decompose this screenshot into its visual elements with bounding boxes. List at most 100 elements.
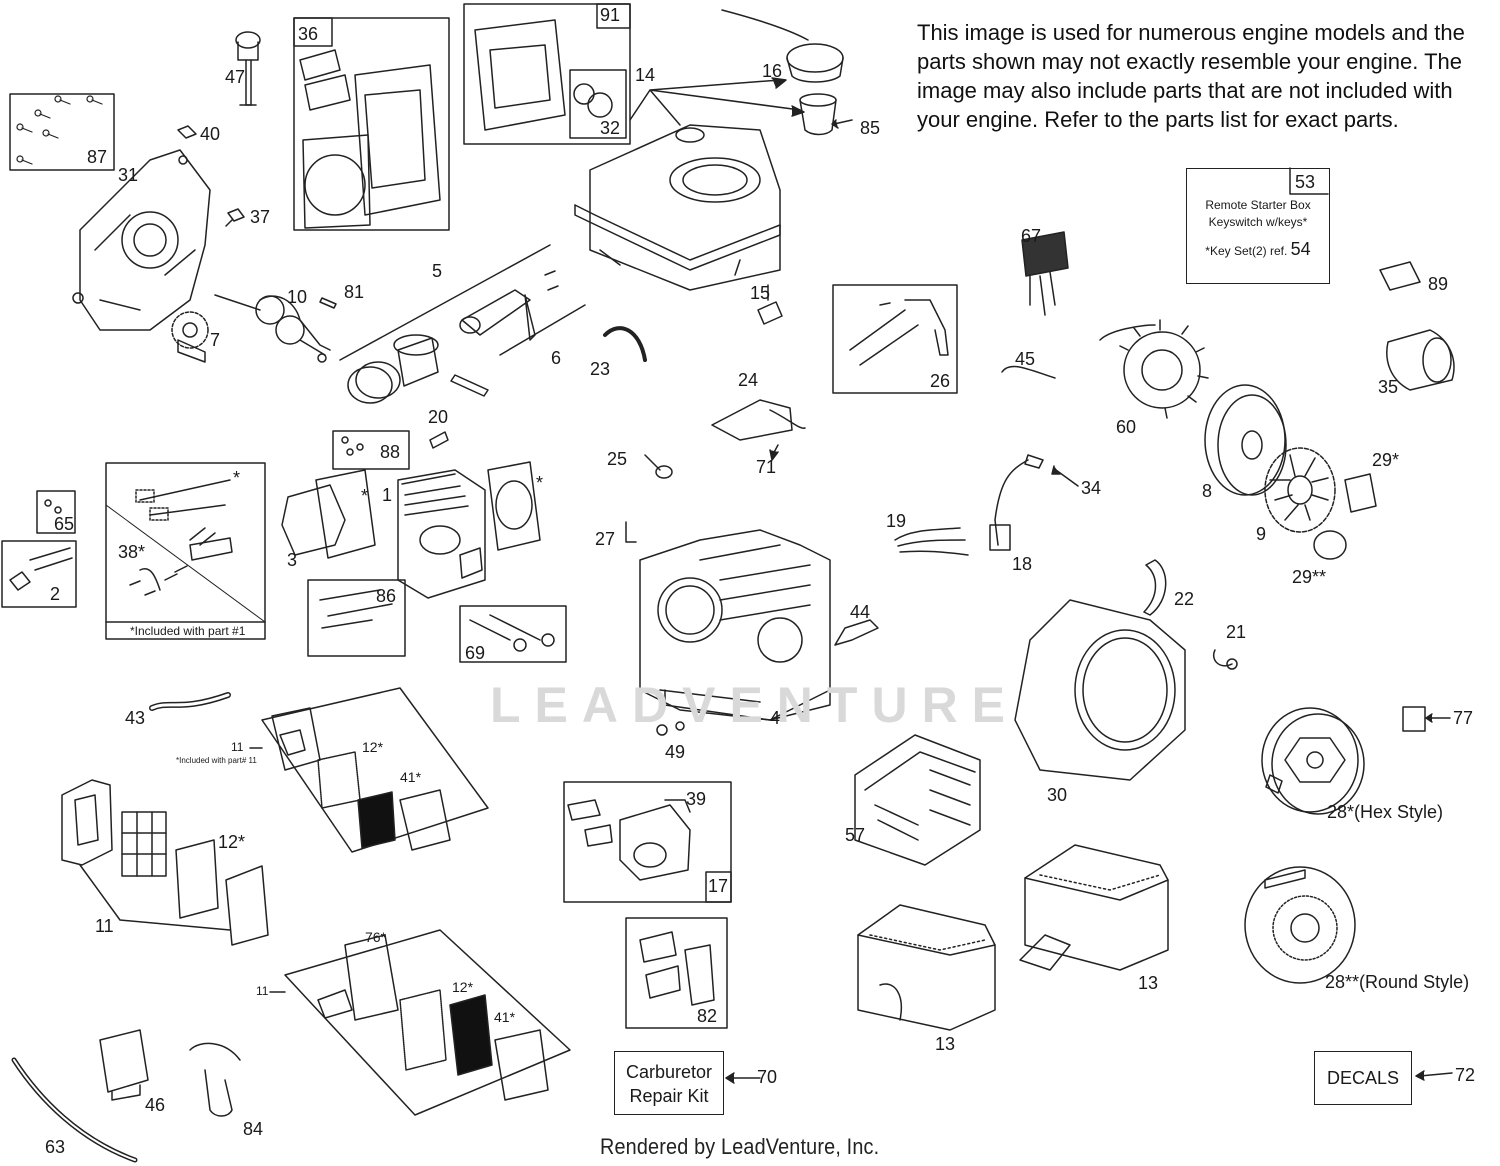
label-23: 23: [590, 359, 611, 379]
camshaft-gear-shape: [171, 311, 209, 363]
label-35: 35: [1378, 377, 1399, 397]
label-10: 10: [287, 287, 308, 307]
remote-starter-box: 53 Remote Starter Box Keyswitch w/keys* …: [1186, 168, 1330, 284]
label-89: 89: [1428, 274, 1449, 294]
label-37: 37: [250, 207, 271, 227]
label-60: 60: [1116, 417, 1137, 437]
label-30: 30: [1047, 785, 1068, 805]
footer-credit: Rendered by LeadVenture, Inc.: [600, 1134, 880, 1159]
muffler-left-shape: [857, 904, 996, 1031]
label-29a: 29*: [1372, 450, 1400, 470]
fuel-strainer-shape: [799, 93, 837, 136]
label-26: 26: [930, 371, 951, 391]
label-40: 40: [200, 124, 221, 144]
fuel-cap-shape: [786, 43, 844, 83]
decals-box: DECALS: [1314, 1051, 1412, 1105]
governor-linkage-shape: [849, 299, 949, 366]
piston-shape: [347, 334, 489, 404]
label-87: 87: [87, 147, 108, 167]
label-86: 86: [376, 586, 397, 606]
label-49: 49: [665, 742, 686, 762]
label-11-upper: 11: [231, 740, 244, 754]
label-16: 16: [762, 61, 783, 81]
label-20: 20: [428, 407, 449, 427]
label-46: 46: [145, 1095, 166, 1115]
label-39: 39: [686, 789, 707, 809]
label-72: 72: [1455, 1065, 1476, 1085]
label-9: 9: [1256, 524, 1267, 544]
label-34: 34: [1081, 478, 1102, 498]
label-24: 24: [738, 370, 759, 390]
label-41-lower: 41*: [494, 1009, 516, 1025]
label-12-left: 12*: [218, 832, 246, 852]
label-38: 38*: [118, 542, 146, 562]
crankcase-cover-shape: [72, 149, 211, 331]
label-82: 82: [697, 1006, 718, 1026]
watermark: LEADVENTURE: [490, 677, 1020, 733]
label-19: 19: [886, 511, 907, 531]
remote-box-ref: 54: [1290, 239, 1311, 259]
blower-housing-shape: [1014, 599, 1186, 781]
note-included-part1: *Included with part #1: [130, 624, 246, 638]
label-18: 18: [1012, 554, 1033, 574]
label-5: 5: [432, 261, 443, 281]
remote-box-line2: Keyswitch w/keys*: [1208, 215, 1308, 229]
label-28-hex: 28*(Hex Style): [1327, 802, 1444, 822]
label-67: 67: [1021, 226, 1042, 246]
label-45: 45: [1015, 349, 1036, 369]
label-3: 3: [287, 550, 298, 570]
label-31: 31: [118, 165, 139, 185]
recoil-hex-shape: [1261, 707, 1365, 815]
carburetor-repair-kit-box: Carburetor Repair Kit: [614, 1051, 724, 1115]
label-32: 32: [600, 118, 621, 138]
muffler-shield-shape: [854, 734, 981, 866]
crankshaft-shape: [214, 294, 331, 363]
label-22: 22: [1174, 589, 1195, 609]
recoil-round-shape: [1244, 866, 1356, 984]
label-13-right: 13: [1138, 973, 1159, 993]
flywheel-shape: [1204, 384, 1287, 496]
label-85: 85: [860, 118, 881, 138]
label-77: 77: [1453, 708, 1474, 728]
gasket-set-shape: [299, 49, 441, 229]
label-star-gasket: *: [361, 486, 369, 506]
remote-box-line1: Remote Starter Box: [1205, 198, 1311, 212]
label-76: 76*: [365, 929, 387, 945]
label-11-left: 11: [95, 916, 114, 936]
remote-box-number: 53: [1294, 172, 1315, 192]
air-filter-upper-shape: [271, 707, 451, 851]
label-6: 6: [551, 348, 562, 368]
label-27: 27: [595, 529, 616, 549]
fuel-tank-shape: [574, 124, 781, 291]
label-25: 25: [607, 449, 628, 469]
label-84: 84: [243, 1119, 264, 1139]
dipstick-shape: [235, 31, 261, 106]
label-36: 36: [298, 24, 319, 44]
label-44: 44: [850, 602, 871, 622]
label-15: 15: [750, 283, 771, 303]
label-14: 14: [635, 65, 656, 85]
label-29b: 29**: [1292, 567, 1327, 587]
label-43: 43: [125, 708, 146, 728]
air-filter-left-shape: [61, 779, 269, 946]
valve-springs-shape: [129, 479, 233, 596]
screw-set-shape: [16, 95, 103, 165]
label-star-headgasket: *: [536, 473, 544, 493]
engine-block-shape: [639, 529, 831, 721]
remote-box-line3: *Key Set(2) ref.: [1205, 244, 1288, 258]
carb-kit-line1: Carburetor: [625, 1062, 713, 1082]
label-12-lower: 12*: [452, 979, 474, 995]
label-star-valves: *: [233, 468, 241, 488]
label-17: 17: [708, 876, 729, 896]
label-12-upper: 12*: [362, 739, 384, 755]
label-4: 4: [770, 708, 781, 728]
label-47: 47: [225, 67, 246, 87]
gasket-91-shape: [474, 19, 613, 131]
label-69: 69: [465, 643, 486, 663]
muffler-right-shape: [1019, 844, 1169, 971]
label-81: 81: [344, 282, 365, 302]
label-7: 7: [210, 330, 221, 350]
label-63: 63: [45, 1137, 66, 1157]
label-2: 2: [50, 584, 61, 604]
